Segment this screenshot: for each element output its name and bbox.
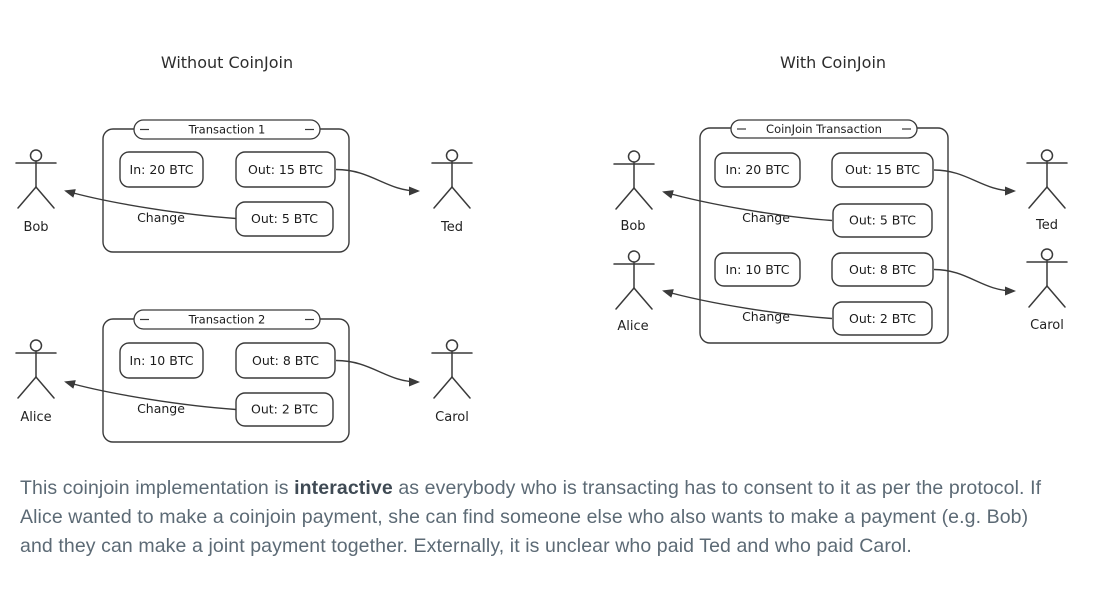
tx1-change-arrow: [64, 189, 237, 220]
tx2-change-arrow: [64, 380, 237, 411]
tx2-payment-arrow: [335, 359, 420, 387]
person-bob-right: Bob: [613, 150, 655, 234]
tx1-output1-value: Out: 15 BTC: [248, 162, 323, 177]
tx2-input-box: [119, 342, 204, 379]
person-ted-left: Ted: [431, 149, 473, 235]
row1-input-value: In: 20 BTC: [726, 162, 790, 177]
row1-output2-box: [832, 203, 933, 238]
person-name: Bob: [620, 219, 645, 234]
tx2-input-value: In: 10 BTC: [130, 353, 194, 368]
paragraph-text-after: as everybody who is transacting has to c…: [20, 477, 1042, 557]
transaction-2: Transaction 2 In: 10 BTC Out: 8 BTC Out:…: [64, 309, 420, 443]
row2-output2-value: Out: 2 BTC: [849, 311, 916, 326]
transaction-1-label: Transaction 1: [188, 123, 266, 137]
person-name: Ted: [1035, 218, 1058, 233]
transaction-1: Transaction 1 In: 20 BTC Out: 15 BTC Out…: [64, 119, 420, 253]
diagram-with-coinjoin: With CoinJoin CoinJoin Transaction In: 2…: [613, 53, 1068, 344]
person-name: Ted: [440, 220, 463, 235]
tx1-output2-value: Out: 5 BTC: [251, 211, 318, 226]
tx1-payment-arrow: [335, 168, 420, 196]
person-icon: [1040, 248, 1054, 261]
person-icon: [445, 339, 459, 352]
row1-change-label: Change: [742, 210, 790, 225]
row2-input-box: [714, 252, 801, 287]
person-carol-right: Carol: [1026, 248, 1068, 333]
explanation-paragraph: This coinjoin implementation is interact…: [20, 474, 1066, 561]
row2-input-value: In: 10 BTC: [726, 262, 790, 277]
row1-input-box: [714, 152, 801, 188]
row2-output2-box: [832, 301, 933, 336]
person-alice-left: Alice: [15, 339, 57, 425]
person-icon: [1040, 149, 1054, 162]
person-name: Bob: [23, 220, 48, 235]
tx2-output1-box: [235, 342, 336, 379]
transaction-1-title-pill: [133, 119, 321, 140]
tx2-change-label: Change: [137, 401, 185, 416]
coinjoin-title-pill: [730, 119, 918, 139]
tx2-output2-value: Out: 2 BTC: [251, 402, 318, 417]
person-carol-left: Carol: [431, 339, 473, 425]
person-name: Alice: [20, 410, 51, 425]
tx2-output1-value: Out: 8 BTC: [252, 353, 319, 368]
person-ted-right: Ted: [1026, 149, 1068, 233]
tx1-output1-box: [235, 151, 336, 188]
row2-change-arrow: [662, 289, 833, 320]
diagram-title-left: Without CoinJoin: [161, 53, 293, 72]
row1-change-arrow: [662, 190, 833, 222]
tx1-output2-box: [235, 201, 334, 237]
row2-payment-arrow: [933, 268, 1016, 296]
tx1-input-box: [119, 151, 204, 188]
person-name: Alice: [617, 319, 648, 334]
person-bob-left: Bob: [15, 149, 57, 235]
row1-payment-arrow: [933, 169, 1016, 196]
person-alice-right: Alice: [613, 250, 655, 334]
diagram-without-coinjoin: Without CoinJoin Transaction 1 In: 20 BT…: [15, 53, 473, 443]
tx1-change-label: Change: [137, 210, 185, 225]
person-icon: [29, 339, 43, 352]
tx1-input-value: In: 20 BTC: [130, 162, 194, 177]
row1-output1-value: Out: 15 BTC: [845, 162, 920, 177]
person-name: Carol: [1030, 318, 1064, 333]
person-icon: [627, 250, 641, 263]
row1-output1-box: [831, 152, 934, 188]
diagram-title-right: With CoinJoin: [780, 53, 886, 72]
transaction-2-label: Transaction 2: [188, 313, 266, 327]
row2-output1-box: [831, 252, 934, 287]
person-icon: [627, 150, 641, 163]
coinjoin-transaction: CoinJoin Transaction In: 20 BTC Out: 15 …: [662, 119, 1016, 344]
coinjoin-transaction-label: CoinJoin Transaction: [766, 122, 882, 136]
transaction-2-title-pill: [133, 309, 321, 330]
person-icon: [445, 149, 459, 162]
paragraph-bold-word: interactive: [294, 477, 393, 499]
row2-output1-value: Out: 8 BTC: [849, 262, 916, 277]
row1-output2-value: Out: 5 BTC: [849, 213, 916, 228]
person-icon: [29, 149, 43, 162]
paragraph-text-before: This coinjoin implementation is: [20, 477, 295, 499]
person-name: Carol: [435, 410, 469, 425]
coinjoin-diagram: Without CoinJoin Transaction 1 In: 20 BT…: [15, 53, 1068, 443]
